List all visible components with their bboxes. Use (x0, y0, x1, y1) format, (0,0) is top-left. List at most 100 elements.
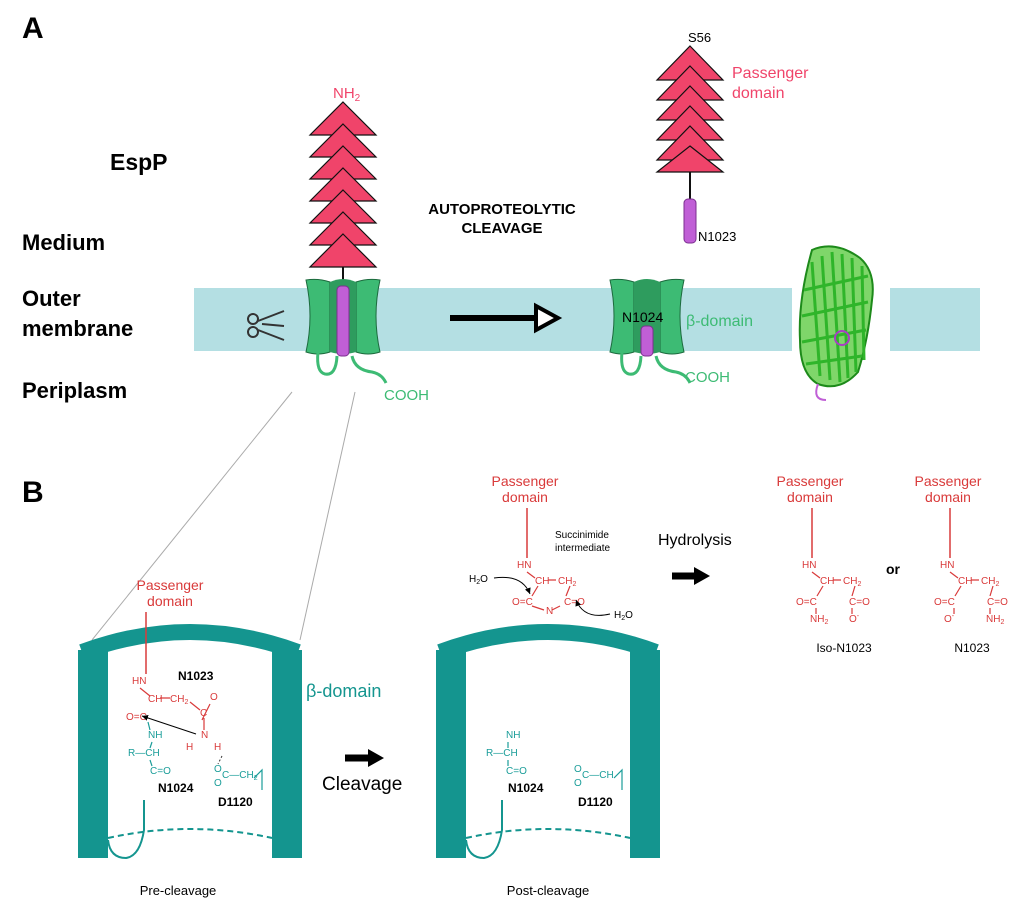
zoom-line-left (91, 391, 293, 641)
svg-text:NH2: NH2 (986, 614, 1004, 626)
svg-text:H: H (214, 742, 221, 753)
svg-text:C=O: C=O (150, 766, 171, 777)
svg-text:C=O: C=O (987, 597, 1008, 608)
svg-text:NH2: NH2 (810, 614, 828, 626)
svg-text:O=C: O=C (934, 597, 955, 608)
svg-text:CH2: CH2 (981, 576, 999, 588)
post-cleavage-caption: Post-cleavage (507, 883, 589, 898)
succinimide-chemistry: HN CH CH2 O=C C=O N (512, 508, 585, 617)
svg-text:C=O: C=O (849, 597, 870, 608)
label-espp: EspP (110, 149, 168, 175)
cterm-label-right: COOH (685, 369, 730, 386)
svg-text:O: O (574, 764, 582, 775)
released-cterm-cylinder (683, 198, 697, 244)
svg-text:O-: O- (849, 613, 860, 625)
svg-text:CH2: CH2 (170, 694, 188, 706)
label-medium: Medium (22, 230, 105, 255)
svg-text:O-: O- (944, 613, 955, 625)
svg-text:H2O: H2O (469, 574, 488, 586)
passenger-domain-stack-left (308, 101, 378, 268)
cleavage-label: Cleavage (322, 774, 402, 795)
n1023-chemistry: HN CH CH2 O=C C=O O- NH2 (934, 508, 1008, 626)
svg-text:CH: CH (958, 576, 972, 587)
n1024-label-a: N1024 (622, 309, 663, 325)
svg-text:NH: NH (148, 730, 162, 741)
panel-b-letter: B (22, 476, 44, 509)
svg-text:C=O: C=O (506, 766, 527, 777)
pre-cleavage-caption: Pre-cleavage (140, 883, 217, 898)
svg-text:HN: HN (132, 676, 146, 687)
cleavage-arrow-b (345, 749, 384, 767)
asn-passenger-label-1: Passenger (915, 473, 982, 489)
svg-text:C—CH2: C—CH2 (222, 770, 258, 782)
released-passenger-label-2: domain (732, 85, 784, 102)
svg-text:O=C: O=C (126, 712, 147, 723)
iso-passenger-label-1: Passenger (777, 473, 844, 489)
cterm-label-left: COOH (384, 387, 429, 404)
pre-passenger-label-1: Passenger (137, 577, 204, 593)
n-terminus-label: NH2 (333, 85, 361, 104)
succinimide-label-1: Succinimide (555, 530, 609, 541)
succ-passenger-label-2: domain (502, 489, 548, 505)
panel-a-letter: A (22, 12, 44, 45)
label-outer: Outer (22, 286, 81, 311)
label-membrane: membrane (22, 316, 133, 341)
svg-text:CH: CH (535, 576, 549, 587)
svg-text:R—CH: R—CH (128, 748, 160, 759)
svg-text:C—CH: C—CH (582, 770, 614, 781)
svg-text:N: N (201, 730, 208, 741)
zoom-line-right (299, 391, 356, 641)
beta-domain-label-b: β-domain (306, 681, 381, 701)
step-label-1: AUTOPROTEOLYTIC (428, 201, 576, 218)
succ-passenger-label-1: Passenger (492, 473, 559, 489)
svg-text:C=O: C=O (564, 597, 585, 608)
n1023-caption: N1023 (954, 641, 990, 655)
svg-text:O: O (214, 764, 222, 775)
svg-text:N: N (546, 606, 553, 617)
iso-passenger-label-2: domain (787, 489, 833, 505)
water-attack-arrows: H2O H2O (469, 574, 633, 622)
n1023-label-a: N1023 (698, 229, 736, 244)
n1023-label-b: N1023 (178, 669, 214, 683)
svg-text:H2O: H2O (614, 610, 633, 622)
asn-passenger-label-2: domain (925, 489, 971, 505)
svg-text:HN: HN (940, 560, 954, 571)
svg-text:CH: CH (820, 576, 834, 587)
released-passenger-label-1: Passenger (732, 65, 809, 82)
cleavage-arrow-a (450, 302, 563, 334)
beta-domain-label-a: β-domain (686, 313, 753, 330)
passenger-domain-stack-released (655, 45, 725, 173)
svg-text:CH: CH (148, 694, 162, 705)
svg-text:CH2: CH2 (843, 576, 861, 588)
d1120-label-b: D1120 (218, 795, 253, 809)
label-periplasm: Periplasm (22, 378, 127, 403)
svg-text:R—CH: R—CH (486, 748, 518, 759)
outer-membrane-slab-right (890, 288, 980, 351)
pre-cleavage-chemistry: HN CH CH2 C O O=C N H H NH R—CH C=O O C—… (126, 612, 263, 790)
iso-n1023-caption: Iso-N1023 (816, 641, 872, 655)
svg-text:O: O (214, 778, 222, 789)
svg-text:NH: NH (506, 730, 520, 741)
d1120-label-post: D1120 (578, 795, 613, 809)
svg-text:O=C: O=C (796, 597, 817, 608)
pre-cleavage-barrel (78, 624, 302, 860)
svg-text:O: O (574, 778, 582, 789)
svg-text:O: O (210, 692, 218, 703)
post-cleavage-chemistry: NH R—CH C=O O C—CH O (486, 730, 623, 790)
beta-barrel-left (305, 278, 388, 384)
step-label-2: CLEAVAGE (461, 220, 542, 237)
pre-passenger-label-2: domain (147, 593, 193, 609)
or-label: or (886, 561, 901, 577)
succinimide-label-2: intermediate (555, 543, 610, 554)
svg-text:C: C (200, 708, 207, 719)
post-cleavage-barrel (436, 624, 660, 860)
crystal-structure-image (798, 245, 874, 401)
s56-label: S56 (688, 30, 711, 45)
n1024-label-post: N1024 (508, 781, 544, 795)
n1024-label-b: N1024 (158, 781, 194, 795)
hydrolysis-label: Hydrolysis (658, 532, 732, 549)
beta-barrel-right (609, 278, 692, 384)
svg-text:CH2: CH2 (558, 576, 576, 588)
svg-text:HN: HN (517, 560, 531, 571)
